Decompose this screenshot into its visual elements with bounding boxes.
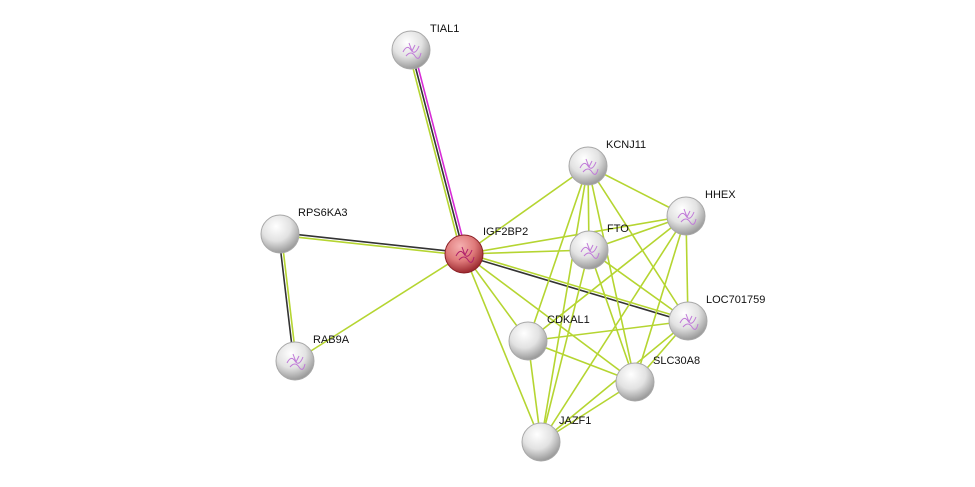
- edge-kcnj11-cdkal1-textmining[interactable]: [527, 165, 589, 342]
- edge-fto-loc701759-textmining[interactable]: [588, 249, 689, 322]
- edge-igf2bp2-tial1-experiments[interactable]: [412, 49, 468, 254]
- edge-igf2bp2-rab9a-textmining[interactable]: [294, 253, 465, 362]
- node-bubble[interactable]: [508, 321, 548, 361]
- edge-igf2bp2-rps6ka3-textmining[interactable]: [279, 234, 464, 257]
- edge-igf2bp2-tial1-textmining[interactable]: [407, 50, 463, 255]
- node-rab9a[interactable]: RAB9A: [275, 334, 350, 381]
- node-label: CDKAL1: [547, 314, 590, 326]
- node-label: LOC701759: [706, 294, 765, 306]
- edge-igf2bp2-hhex-textmining[interactable]: [463, 215, 687, 255]
- edge-hhex-jazf1-textmining[interactable]: [540, 215, 687, 443]
- node-label: RAB9A: [313, 334, 350, 346]
- protein-structure-icon: [286, 353, 306, 370]
- edge-fto-jazf1-textmining[interactable]: [540, 249, 590, 443]
- node-loc701759[interactable]: LOC701759: [668, 294, 765, 341]
- node-label: RPS6KA3: [298, 207, 348, 219]
- node-bubble[interactable]: [260, 214, 300, 254]
- protein-structure-icon: [402, 42, 422, 59]
- node-label: KCNJ11: [606, 139, 646, 151]
- node-label: TIAL1: [430, 23, 459, 35]
- node-cdkal1[interactable]: CDKAL1: [508, 314, 590, 361]
- node-bubble[interactable]: [615, 362, 655, 402]
- node-tial1[interactable]: TIAL1: [391, 23, 459, 70]
- edge-igf2bp2-tial1-coexpression[interactable]: [410, 49, 465, 255]
- edge-igf2bp2-slc30a8-textmining[interactable]: [463, 253, 636, 383]
- edge-fto-slc30a8-textmining[interactable]: [588, 249, 636, 383]
- edge-igf2bp2-loc701759-textmining[interactable]: [464, 251, 689, 321]
- node-hhex[interactable]: HHEX: [666, 189, 736, 236]
- protein-structure-icon: [579, 158, 599, 175]
- node-label: HHEX: [705, 189, 736, 201]
- node-igf2bp2[interactable]: IGF2BP2: [444, 226, 528, 274]
- node-label: FTO: [607, 223, 629, 235]
- edge-kcnj11-loc701759-textmining[interactable]: [587, 165, 689, 322]
- node-jazf1[interactable]: JAZF1: [521, 415, 591, 462]
- edge-kcnj11-jazf1-textmining[interactable]: [540, 165, 589, 443]
- edge-rps6ka3-rab9a-textmining[interactable]: [280, 233, 298, 361]
- node-slc30a8[interactable]: SLC30A8: [615, 355, 700, 402]
- node-rps6ka3[interactable]: RPS6KA3: [260, 207, 348, 254]
- node-kcnj11[interactable]: KCNJ11: [568, 139, 646, 186]
- node-label: JAZF1: [559, 415, 591, 427]
- edge-rps6ka3-rab9a-coexpression[interactable]: [277, 234, 295, 362]
- edge-igf2bp2-fto-textmining[interactable]: [463, 249, 590, 255]
- protein-structure-icon: [679, 313, 699, 330]
- node-label: IGF2BP2: [483, 226, 528, 238]
- edge-igf2bp2-jazf1-textmining[interactable]: [463, 253, 542, 443]
- protein-structure-icon: [580, 242, 600, 259]
- edge-cdkal1-loc701759-textmining[interactable]: [527, 320, 689, 342]
- node-label: SLC30A8: [653, 355, 700, 367]
- node-fto[interactable]: FTO: [569, 223, 629, 270]
- node-bubble[interactable]: [521, 422, 561, 462]
- protein-structure-icon: [455, 246, 475, 263]
- protein-structure-icon: [677, 208, 697, 225]
- edge-igf2bp2-rps6ka3-coexpression[interactable]: [280, 231, 465, 254]
- edge-hhex-cdkal1-textmining[interactable]: [527, 215, 687, 342]
- edge-igf2bp2-kcnj11-textmining[interactable]: [463, 165, 589, 255]
- edge-hhex-slc30a8-textmining[interactable]: [634, 215, 687, 383]
- edge-loc701759-jazf1-textmining[interactable]: [540, 320, 689, 443]
- edge-igf2bp2-loc701759-coexpression[interactable]: [463, 254, 688, 324]
